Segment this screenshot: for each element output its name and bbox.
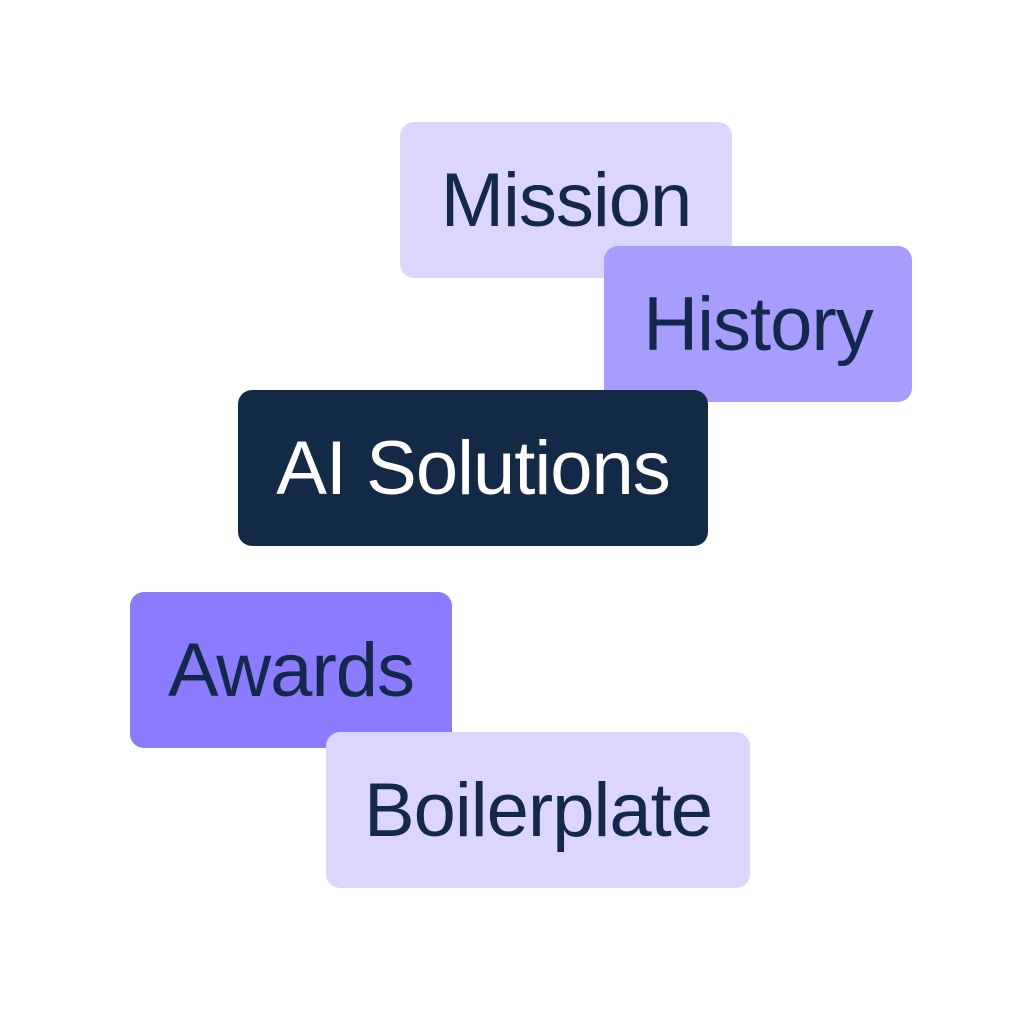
tag-boilerplate-label: Boilerplate xyxy=(363,767,713,853)
tag-mission: Mission xyxy=(400,122,732,278)
tag-ai-solutions-label: AI Solutions xyxy=(276,425,671,511)
tag-history-label: History xyxy=(643,281,873,367)
tag-boilerplate: Boilerplate xyxy=(326,732,750,888)
tag-awards: Awards xyxy=(130,592,452,748)
tag-mission-label: Mission xyxy=(440,157,693,243)
tag-history: History xyxy=(604,246,912,402)
tag-awards-label: Awards xyxy=(167,627,415,713)
tag-ai-solutions: AI Solutions xyxy=(238,390,708,546)
